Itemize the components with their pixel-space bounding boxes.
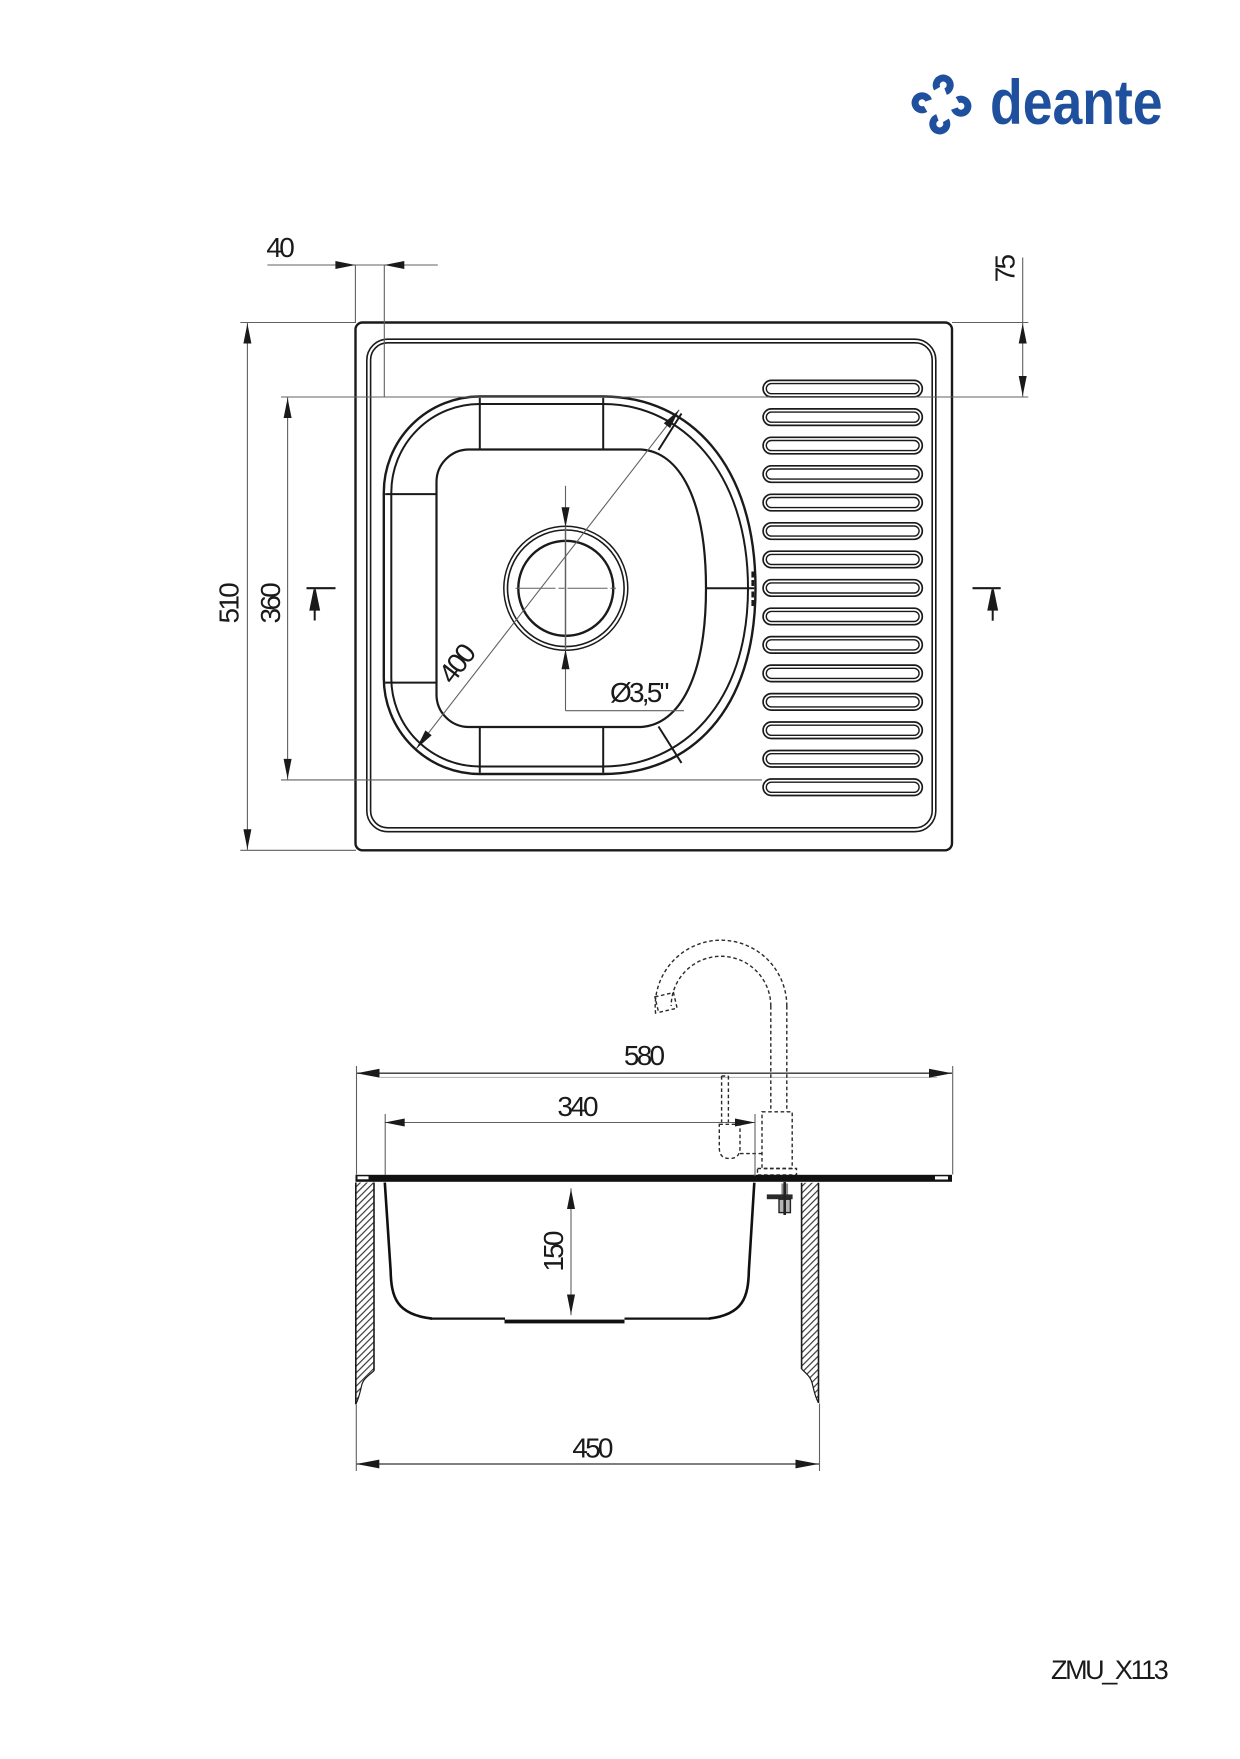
svg-text:Ø3,5": Ø3,5" (610, 677, 669, 708)
svg-text:360: 360 (255, 583, 286, 624)
svg-text:deante: deante (990, 68, 1163, 138)
svg-text:580: 580 (624, 1040, 665, 1071)
svg-text:510: 510 (214, 583, 245, 624)
svg-text:340: 340 (557, 1091, 598, 1122)
svg-text:450: 450 (572, 1433, 613, 1464)
svg-text:75: 75 (990, 255, 1021, 283)
svg-text:40: 40 (266, 232, 294, 263)
svg-text:ZMU_X113: ZMU_X113 (1051, 1655, 1168, 1685)
svg-text:150: 150 (538, 1231, 569, 1272)
